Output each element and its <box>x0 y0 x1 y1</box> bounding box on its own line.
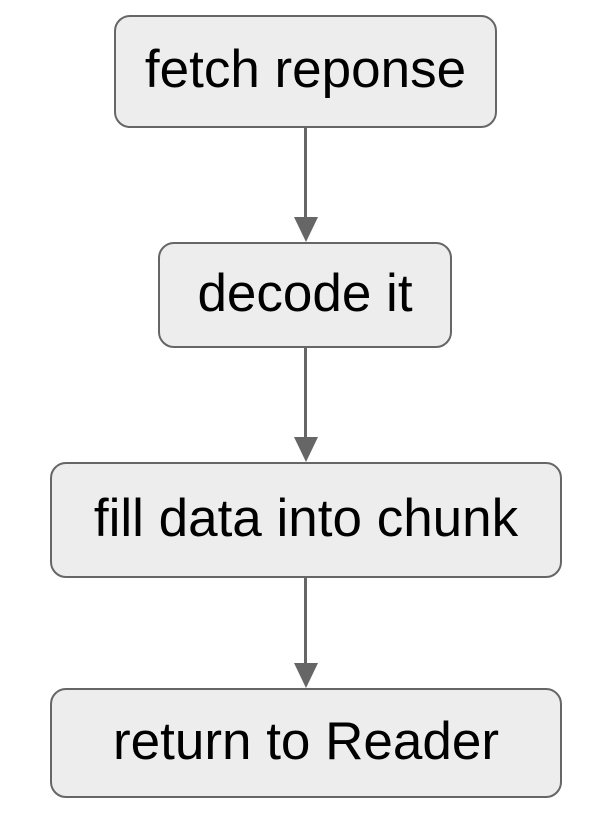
arrow-line <box>303 128 307 218</box>
arrow-head-icon <box>293 437 318 462</box>
flow-node-fetch-response-label: fetch reponse <box>144 40 467 99</box>
flow-node-return-to-reader-label: return to Reader <box>113 711 499 771</box>
arrow-head-icon <box>293 217 318 242</box>
flow-node-fill-data-into-chunk: fill data into chunk <box>50 462 562 578</box>
flow-node-return-to-reader: return to Reader <box>50 688 562 798</box>
flow-node-decode-it-label: decode it <box>197 263 413 323</box>
arrow-head-icon <box>293 663 318 688</box>
arrow-line <box>303 348 307 438</box>
flow-node-decode-it: decode it <box>158 242 452 348</box>
arrow-line <box>303 578 307 664</box>
flow-node-fetch-response: fetch reponse <box>114 15 497 128</box>
flow-node-fill-data-into-chunk-label: fill data into chunk <box>93 488 519 548</box>
